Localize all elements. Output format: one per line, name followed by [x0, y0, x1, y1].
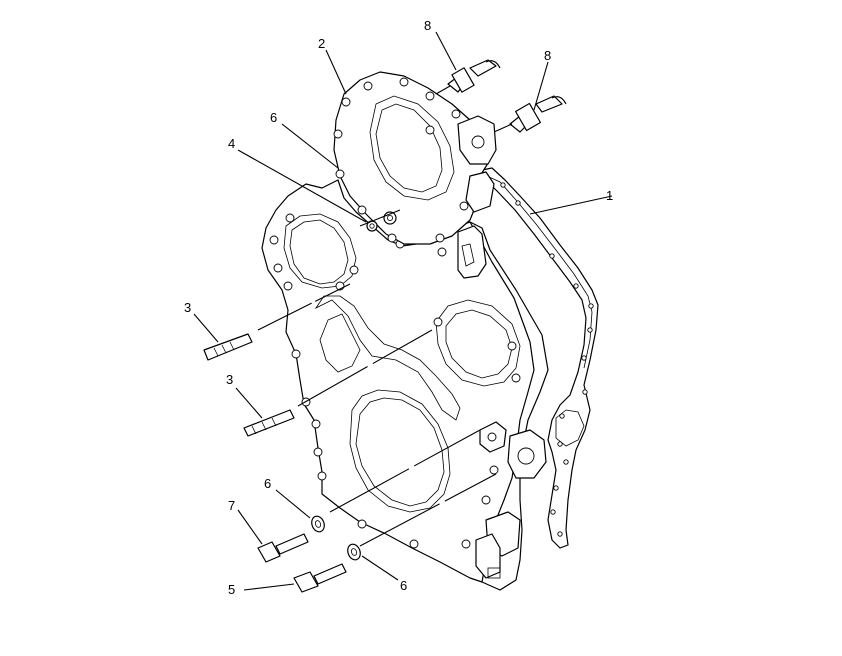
washer-low — [347, 543, 361, 561]
callout-8-lower: 8 — [544, 48, 551, 63]
bolt-7 — [257, 533, 309, 563]
washer-mid — [311, 515, 325, 533]
callout-5: 5 — [228, 582, 235, 597]
upper-cover-plate — [333, 71, 497, 245]
stud-upper — [203, 333, 253, 361]
upper-plate-bolt-holes — [333, 77, 469, 243]
sensor-lower — [493, 95, 567, 133]
callout-6-mid: 6 — [264, 476, 271, 491]
callout-2: 2 — [318, 36, 325, 51]
gasket-bolt-holes — [500, 182, 594, 537]
callout-6-lower: 6 — [400, 578, 407, 593]
gasket — [481, 167, 599, 549]
callout-4: 4 — [228, 136, 235, 151]
leader-lines — [193, 31, 613, 591]
stud-lower — [243, 409, 295, 437]
callout-8-upper: 8 — [424, 18, 431, 33]
callout-3-lower: 3 — [226, 372, 233, 387]
callout-7: 7 — [228, 498, 235, 513]
bolt-5 — [293, 563, 347, 593]
callout-1: 1 — [606, 188, 613, 203]
sensor-upper — [435, 59, 501, 95]
timing-cover — [261, 179, 549, 591]
assembly-lines — [257, 209, 497, 547]
callout-3-upper: 3 — [184, 300, 191, 315]
callout-6-upper: 6 — [270, 110, 277, 125]
